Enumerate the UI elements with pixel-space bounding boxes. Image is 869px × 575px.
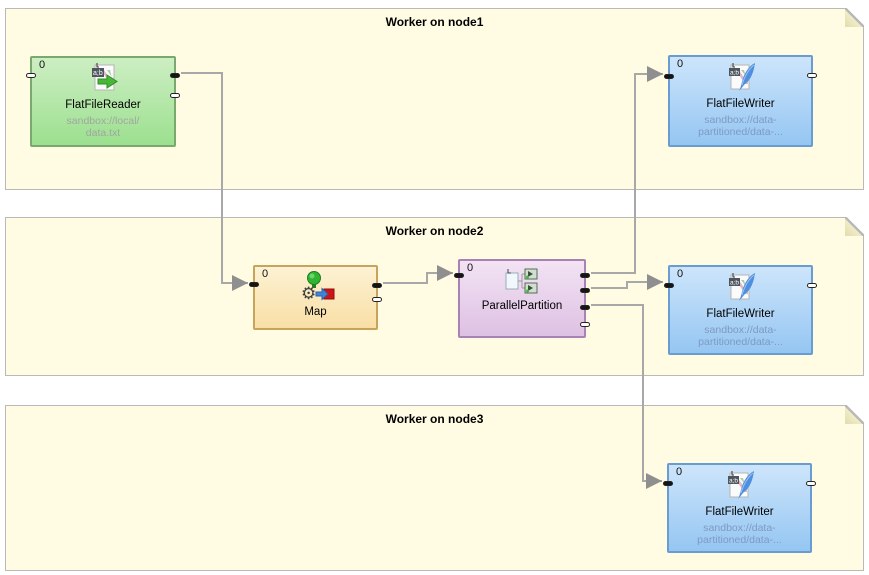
edge-partition-to-writer1[interactable] [591, 66, 663, 274]
allocation-badge: 0 [467, 262, 474, 274]
input-port[interactable] [454, 273, 464, 278]
subtitle-line: data.txt [85, 127, 121, 139]
flat-file-reader-icon: a;b [92, 63, 118, 91]
output-port[interactable] [372, 297, 382, 302]
edge-reader-to-map[interactable] [181, 72, 248, 291]
component-label: FlatFileWriter [705, 506, 774, 518]
note-fold-corner [845, 8, 864, 27]
svg-text:a;b: a;b [93, 70, 103, 77]
component-flat-file-writer-1[interactable]: 0 a;b FlatFileWriter sandbox://data- par… [664, 55, 817, 147]
subtitle-line: sandbox://data- [703, 522, 776, 534]
subtitle-line: sandbox://data- [704, 114, 777, 126]
allocation-badge: 0 [677, 58, 684, 70]
allocation-badge: 0 [677, 268, 684, 280]
output-port[interactable] [170, 73, 180, 78]
note-fold-corner [845, 405, 864, 424]
output-port[interactable] [580, 322, 590, 327]
output-port[interactable] [170, 93, 180, 98]
output-port[interactable] [580, 273, 590, 278]
component-label: FlatFileWriter [706, 308, 775, 320]
svg-text:a;b: a;b [730, 70, 739, 77]
output-port[interactable] [372, 283, 382, 288]
map-transform-icon: ⚙ [301, 271, 334, 303]
allocation-badge: 0 [262, 268, 269, 280]
note-fold-corner [845, 217, 864, 236]
output-port[interactable] [580, 305, 590, 310]
component-label: ParallelPartition [481, 300, 563, 312]
component-subtitle: sandbox://data- partitioned/data-... [698, 324, 783, 348]
component-subtitle: sandbox://data- partitioned/data-... [697, 522, 782, 546]
edge-partition-to-writer3[interactable] [591, 304, 662, 489]
subtitle-line: sandbox://local/ [66, 115, 140, 127]
output-port[interactable] [807, 73, 817, 78]
component-parallel-partition[interactable]: 0 ParallelPartition [454, 259, 590, 338]
output-port[interactable] [806, 481, 816, 486]
component-label: FlatFileWriter [706, 98, 775, 110]
input-port[interactable] [26, 73, 36, 78]
input-port[interactable] [664, 283, 674, 288]
subtitle-line: sandbox://data- [704, 324, 777, 336]
input-port[interactable] [249, 282, 259, 287]
svg-text:⚙: ⚙ [301, 284, 316, 303]
output-port[interactable] [580, 288, 590, 293]
edge-partition-to-writer2[interactable] [591, 274, 663, 290]
allocation-badge: 0 [676, 466, 683, 478]
component-flat-file-writer-3[interactable]: 0 a;b FlatFileWriter sandbox://data- par… [663, 463, 816, 553]
input-port[interactable] [663, 481, 673, 486]
output-port[interactable] [807, 283, 817, 288]
component-subtitle: sandbox://data- partitioned/data-... [698, 114, 783, 138]
parallel-partition-icon [505, 268, 538, 294]
flat-file-writer-icon: a;b [728, 63, 755, 91]
svg-text:a;b: a;b [730, 280, 739, 287]
component-label: Map [304, 306, 327, 318]
component-subtitle: sandbox://local/ data.txt [67, 115, 140, 139]
component-flat-file-reader[interactable]: 0 a;b FlatFileReader sandbox://local/ da… [26, 56, 180, 147]
allocation-badge: 0 [39, 59, 46, 71]
input-port[interactable] [664, 74, 674, 79]
component-flat-file-writer-2[interactable]: 0 a;b FlatFileWriter sandbox://data- par… [664, 265, 817, 355]
edge-map-to-partition[interactable] [383, 265, 453, 284]
flat-file-writer-icon: a;b [727, 471, 754, 499]
note-title: Worker on node1 [385, 15, 484, 29]
flat-file-writer-icon: a;b [728, 273, 755, 301]
subtitle-line: partitioned/data-... [698, 336, 783, 348]
subtitle-line: partitioned/data-... [697, 534, 782, 546]
svg-text:a;b: a;b [729, 478, 738, 485]
subtitle-line: partitioned/data-... [698, 126, 783, 138]
component-label: FlatFileReader [65, 99, 141, 111]
component-map[interactable]: 0 ⚙ Map [249, 265, 382, 330]
note-title: Worker on node2 [385, 224, 484, 238]
note-title: Worker on node3 [385, 412, 484, 426]
